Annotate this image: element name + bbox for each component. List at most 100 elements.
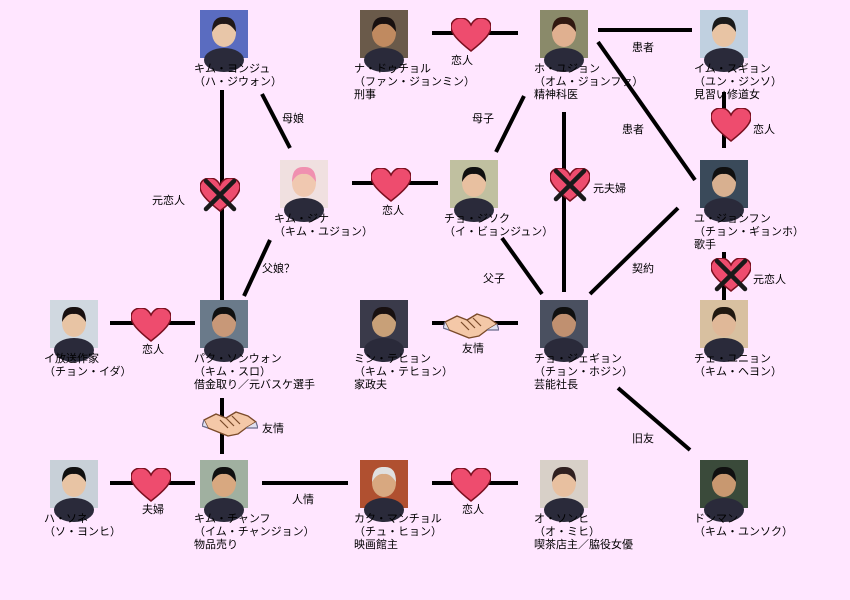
person-ha-sone: ハ・ソネ（ソ・ヨンヒ） bbox=[44, 460, 121, 538]
person-label-line: 見習い修道女 bbox=[694, 87, 760, 101]
person-im-sugyon: イム・スギョン（ユン・ジンソ）見習い修道女 bbox=[694, 10, 782, 101]
person-label-line: （キム・ユジョン） bbox=[274, 225, 373, 238]
person-label-line: イ放送作家 bbox=[44, 351, 99, 365]
person-cho-jisok: チョ・ジソク（イ・ビョンジュン） bbox=[444, 160, 553, 238]
relation-label: 元恋人 bbox=[152, 193, 185, 207]
portrait-photo bbox=[280, 160, 328, 222]
person-i-writer: イ放送作家（チョン・イダ） bbox=[44, 300, 132, 378]
relation-label: 恋人 bbox=[451, 53, 473, 67]
handshake-icon bbox=[202, 411, 258, 437]
relation-label: 夫婦 bbox=[142, 502, 164, 516]
person-label-line: （イム・チャンジョン） bbox=[194, 525, 315, 538]
relation-label: 父娘？ bbox=[262, 261, 295, 275]
relation-label: 元夫婦 bbox=[593, 181, 626, 195]
person-label-line: （ハ・ジウォン） bbox=[194, 75, 282, 88]
person-label-line: オ・ソンヒ bbox=[534, 512, 589, 525]
spouses-heart-icon bbox=[131, 468, 171, 502]
relation-label: 契約 bbox=[632, 261, 654, 275]
portrait-photo bbox=[700, 160, 748, 222]
person-yu-jonfan: ユ・ジョンフン（チョン・ギョンホ）歌手 bbox=[694, 160, 804, 251]
person-label-line: （ユン・ジンソ） bbox=[694, 75, 782, 88]
handshake-icon bbox=[443, 313, 499, 339]
person-label-line: （オ・ミヒ） bbox=[534, 525, 600, 538]
person-label-line: （キム・テヒョン） bbox=[354, 365, 453, 378]
portrait-photo bbox=[50, 300, 98, 362]
person-label-line: （ソ・ヨンヒ） bbox=[44, 525, 121, 538]
person-label-line: （チュ・ヒョン） bbox=[354, 525, 442, 538]
person-min-tehion: ミン・テヒョン（キム・テヒョン）家政夫 bbox=[354, 300, 453, 391]
person-label-line: 借金取り／元バスケ選手 bbox=[194, 377, 315, 391]
person-kim-jina: キム・ジナ（キム・ユジョン） bbox=[274, 160, 373, 238]
link-jisok-cho bbox=[500, 236, 544, 296]
person-label-line: キム・チャンフ bbox=[194, 512, 271, 525]
link-ho-yu bbox=[596, 40, 697, 182]
portrait-photo bbox=[200, 10, 248, 72]
person-label-line: キム・ジナ bbox=[274, 212, 329, 225]
person-label-line: （ファン・ジョンミン） bbox=[354, 75, 475, 88]
lovers-heart-icon bbox=[371, 168, 411, 202]
person-label-line: 芸能社長 bbox=[534, 377, 578, 391]
person-label-line: （イ・ビョンジュン） bbox=[444, 225, 553, 238]
person-label-line: ミン・テヒョン bbox=[354, 352, 431, 365]
relation-label: 恋人 bbox=[142, 342, 164, 356]
link-cho-donman bbox=[616, 386, 692, 452]
lovers-heart-icon bbox=[451, 18, 491, 52]
person-label-line: 物品売り bbox=[194, 537, 238, 551]
portrait-photo bbox=[200, 300, 248, 362]
portrait-photo bbox=[700, 300, 748, 362]
person-label-line: チョ・ジソク bbox=[444, 212, 510, 225]
person-label-line: ナ・ドゥチョル bbox=[354, 62, 431, 75]
relation-label: 恋人 bbox=[382, 203, 404, 217]
lovers-heart-icon bbox=[451, 468, 491, 502]
relation-label: 人情 bbox=[292, 493, 314, 506]
person-label-line: （キム・スロ） bbox=[194, 365, 271, 378]
person-label-line: カク・マンチョル bbox=[354, 512, 442, 525]
person-label-line: ホ・ユジョン bbox=[534, 62, 600, 75]
person-label-line: ハ・ソネ bbox=[44, 512, 88, 525]
person-o-sonhi: オ・ソンヒ（オ・ミヒ）喫茶店主／脇役女優 bbox=[534, 460, 633, 551]
relation-label: 母娘 bbox=[282, 111, 304, 125]
person-che-yunion: チェ・ユニョン（キム・ヘヨン） bbox=[694, 300, 782, 378]
portrait-photo bbox=[50, 460, 98, 522]
person-kim-youngju: キム・ヨンジュ（ハ・ジウォン） bbox=[194, 10, 282, 88]
relation-label: 母子 bbox=[472, 112, 494, 125]
portrait-photo bbox=[540, 300, 588, 362]
link-kim-jina bbox=[260, 93, 292, 149]
relation-label: 恋人 bbox=[462, 502, 484, 516]
person-label-line: チョ・ジェギョン bbox=[534, 352, 622, 365]
person-label-line: 映画館主 bbox=[354, 537, 398, 551]
person-label-line: 歌手 bbox=[694, 237, 716, 251]
link-cho-yu bbox=[588, 206, 680, 296]
relation-label: 患者 bbox=[622, 123, 644, 136]
link-ho-jisok bbox=[494, 95, 526, 153]
person-label-line: （オム・ジョンファ） bbox=[534, 75, 643, 88]
person-na-ducheol: ナ・ドゥチョル（ファン・ジョンミン）刑事 bbox=[354, 10, 475, 101]
person-label-line: ユ・ジョンフン bbox=[694, 212, 771, 225]
relation-label: 旧友 bbox=[632, 431, 654, 445]
person-label-line: （チョン・ギョンホ） bbox=[694, 225, 804, 238]
portrait-photo bbox=[540, 10, 588, 72]
portrait-photo bbox=[450, 160, 498, 222]
person-label-line: （キム・ユンソク） bbox=[694, 525, 793, 538]
person-label-line: （キム・ヘヨン） bbox=[694, 365, 782, 378]
person-cho-jegion: チョ・ジェギョン（チョン・ホジン）芸能社長 bbox=[534, 300, 633, 391]
portrait-photo bbox=[700, 460, 748, 522]
person-label-line: （チョン・ホジン） bbox=[534, 365, 633, 378]
person-kaku-manchol: カク・マンチョル（チュ・ヒョン）映画館主 bbox=[354, 460, 442, 551]
portrait-photo bbox=[360, 10, 408, 72]
broken-heart-icon bbox=[550, 168, 590, 201]
person-label-line: パク・ソンウォン bbox=[194, 352, 282, 365]
portrait-photo bbox=[540, 460, 588, 522]
person-donman: ドンマン（キム・ユンソク） bbox=[694, 460, 793, 538]
person-label-line: 喫茶店主／脇役女優 bbox=[534, 537, 633, 551]
portrait-photo bbox=[360, 300, 408, 362]
person-label-line: 刑事 bbox=[354, 88, 376, 101]
person-label-line: キム・ヨンジュ bbox=[194, 62, 270, 75]
lovers-heart-icon bbox=[711, 108, 751, 142]
person-label-line: （チョン・イダ） bbox=[44, 364, 132, 378]
relation-label: 恋人 bbox=[753, 122, 775, 136]
person-label-line: 精神科医 bbox=[534, 87, 578, 101]
relation-label: 父子 bbox=[483, 272, 505, 285]
relation-label: 友情 bbox=[462, 341, 484, 355]
